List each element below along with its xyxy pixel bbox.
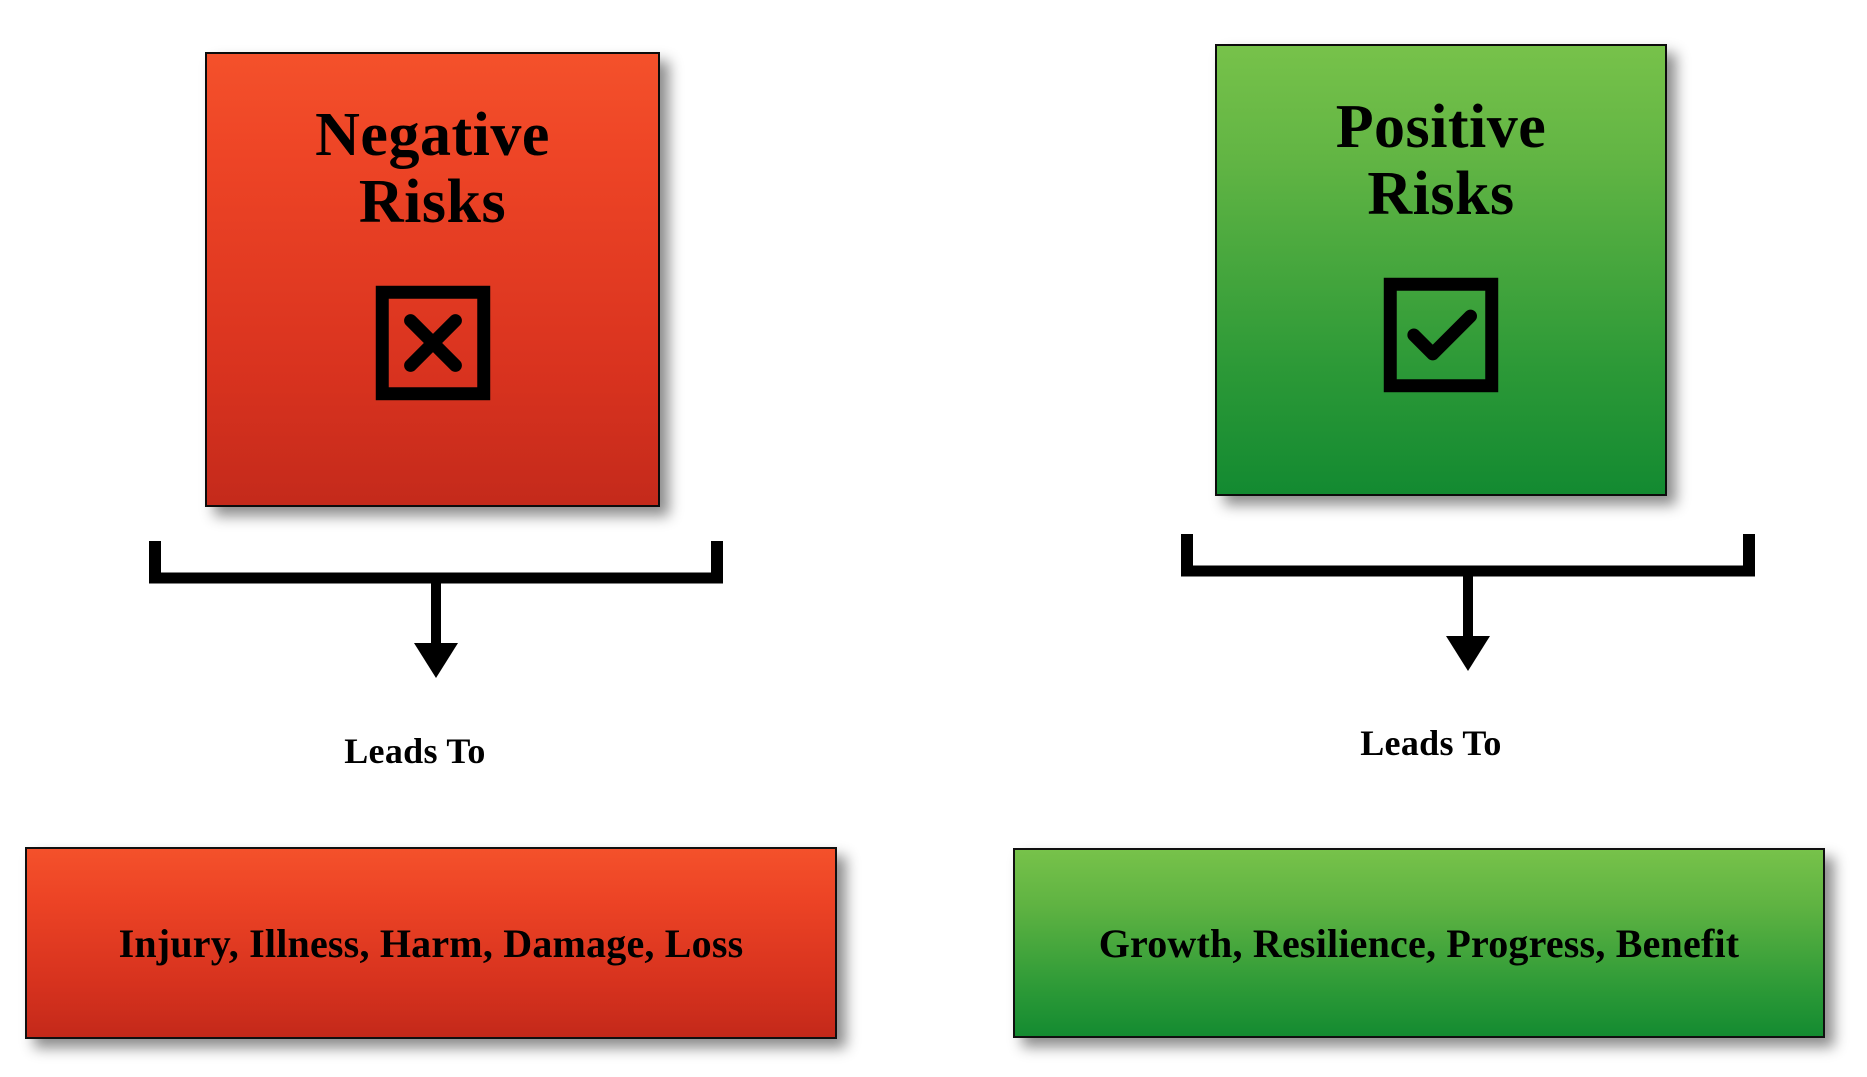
leads-to-label-positive: Leads To [1360,723,1502,763]
negative-risks-title-line1: Negative [315,101,550,169]
negative-risks-box[interactable]: Negative Risks [205,52,660,507]
positive-outcome-banner[interactable]: Growth, Resilience, Progress, Benefit [1013,848,1825,1038]
negative-bracket-arrow-connector [146,533,726,685]
positive-outcome-text: Growth, Resilience, Progress, Benefit [1098,920,1740,966]
x-in-square-icon [374,284,492,402]
leads-to-label-negative: Leads To [344,731,486,771]
positive-bracket-arrow-connector [1178,526,1758,678]
negative-risks-title-line2: Risks [358,167,507,236]
negative-outcome-text: Injury, Illness, Harm, Damage, Loss [118,920,744,966]
positive-risks-title-line1: Positive [1335,93,1547,161]
check-in-square-icon [1382,276,1500,394]
positive-risks-title: Positive Risks [1336,94,1547,228]
positive-risks-title-line2: Risks [1367,159,1515,228]
negative-risks-title: Negative Risks [315,102,550,236]
negative-outcome-banner[interactable]: Injury, Illness, Harm, Damage, Loss [25,847,837,1039]
positive-risks-box[interactable]: Positive Risks [1215,44,1667,496]
